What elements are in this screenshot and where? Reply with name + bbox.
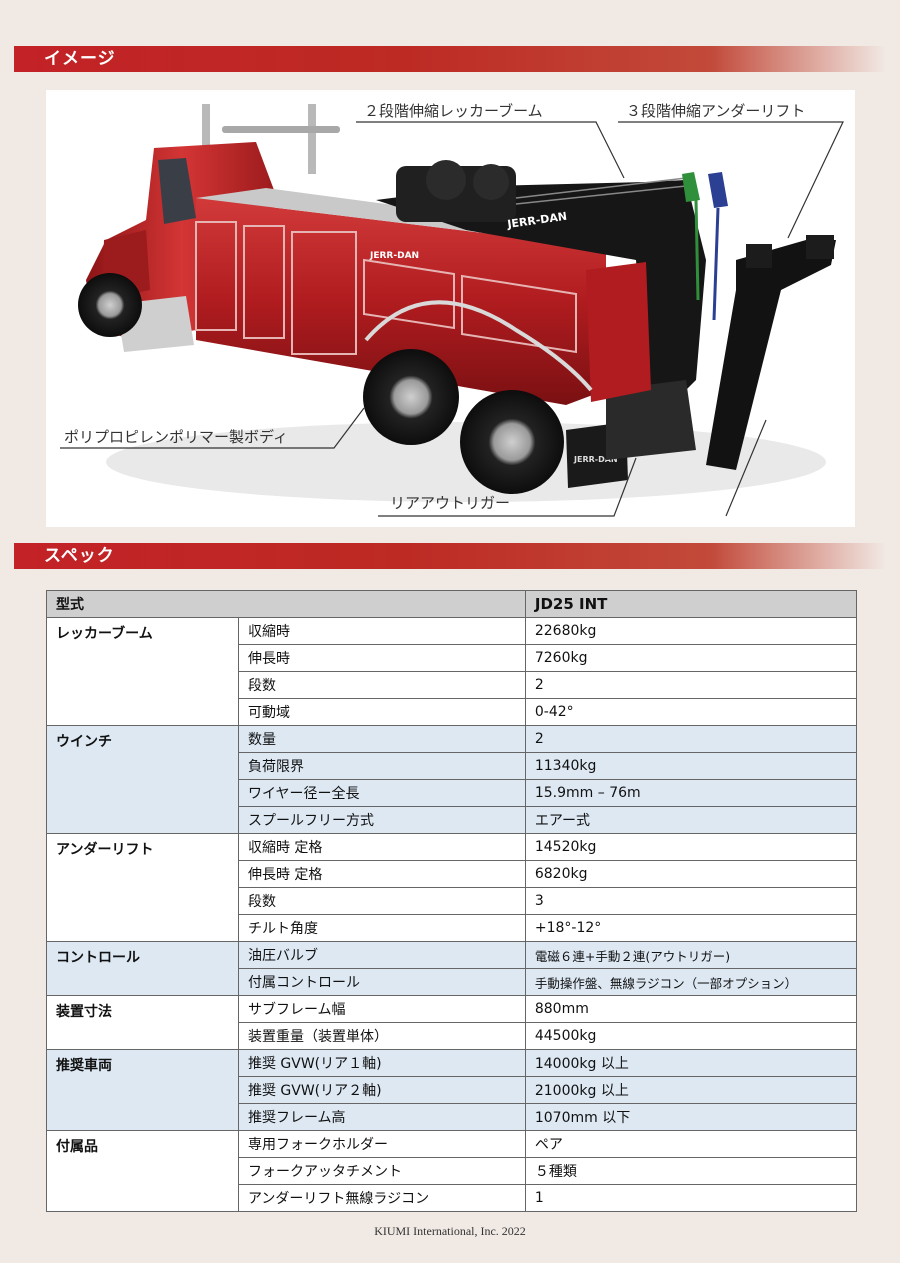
table-row: コントロール油圧バルブ電磁６連+手動２連(アウトリガー): [46, 941, 858, 996]
row-value: ペア: [524, 1130, 858, 1158]
row-item: 専用フォークホルダー: [237, 1130, 526, 1158]
row-value: 22680kg: [524, 617, 858, 645]
row-item: 段数: [237, 671, 526, 699]
table-row: 装置重量（装置単体）44500kg: [47, 1022, 858, 1050]
row-group-name: 推奨車両: [46, 1049, 239, 1131]
header-model: JD25 INT: [524, 590, 858, 618]
row-value: 14000kg 以上: [524, 1049, 858, 1077]
row-item: 付属コントロール: [237, 968, 526, 996]
row-item: 油圧バルブ: [237, 941, 526, 969]
row-item: 数量: [237, 725, 526, 753]
row-item: サブフレーム幅: [237, 995, 526, 1023]
row-value: 14520kg: [524, 833, 858, 861]
row-item: 推奨 GVW(リア２軸): [237, 1076, 526, 1104]
row-item: アンダーリフト無線ラジコン: [237, 1184, 526, 1212]
row-item: チルト角度: [237, 914, 526, 942]
row-group-name: アンダーリフト: [46, 833, 239, 942]
table-row: 推奨 GVW(リア２軸)21000kg 以上: [47, 1076, 858, 1104]
section-title-spec: スペック: [14, 543, 886, 569]
tow-truck-illustration: JERR-DAN JERR-DAN JERR-DAN: [60, 104, 844, 517]
mudflap-brand-text: JERR-DAN: [573, 455, 618, 464]
row-group-name: ウインチ: [46, 725, 239, 834]
row-value: 2: [524, 671, 858, 699]
row-value: 21000kg 以上: [524, 1076, 858, 1104]
callout-wrecker-boom: ２段階伸縮レッカーブーム: [364, 102, 543, 120]
row-item: 収縮時 定格: [237, 833, 526, 861]
table-row: 付属コントロール手動操作盤、無線ラジコン（一部オプション）: [47, 968, 858, 996]
callout-underlift: ３段階伸縮アンダーリフト: [626, 102, 806, 120]
table-row: スプールフリー方式エアー式: [47, 806, 858, 834]
row-item: 伸長時 定格: [237, 860, 526, 888]
row-value: 880mm: [524, 995, 858, 1023]
row-item: 可動域: [237, 698, 526, 726]
callout-body: ポリプロピレンポリマー製ボディ: [64, 428, 288, 446]
row-group-name: コントロール: [46, 941, 239, 996]
row-group-name: 装置寸法: [46, 995, 239, 1050]
row-item: 推奨 GVW(リア１軸): [237, 1049, 526, 1077]
row-value: 3: [524, 887, 858, 915]
table-row: チルト角度+18°-12°: [47, 914, 858, 942]
row-item: 収縮時: [237, 617, 526, 645]
truck-image-panel: JERR-DAN JERR-DAN JERR-DAN: [46, 90, 855, 527]
header-label: 型式: [46, 590, 526, 618]
row-item: 伸長時: [237, 644, 526, 672]
row-value: 2: [524, 725, 858, 753]
row-value: 0-42°: [524, 698, 858, 726]
row-item: フォークアッタチメント: [237, 1157, 526, 1185]
row-value: 44500kg: [524, 1022, 858, 1050]
row-item: スプールフリー方式: [237, 806, 526, 834]
row-value: 1: [524, 1184, 858, 1212]
row-item: 推奨フレーム高: [237, 1103, 526, 1131]
table-header-row: 型式 JD25 INT: [46, 590, 858, 618]
row-value: 手動操作盤、無線ラジコン（一部オプション）: [524, 968, 858, 996]
row-value: 11340kg: [524, 752, 858, 780]
table-row: 推奨車両推奨 GVW(リア１軸)14000kg 以上: [46, 1049, 858, 1131]
row-value: 6820kg: [524, 860, 858, 888]
row-value: ５種類: [524, 1157, 858, 1185]
row-value: 電磁６連+手動２連(アウトリガー): [524, 941, 858, 969]
callout-outrigger: リアアウトリガー: [390, 494, 511, 512]
row-group-name: 付属品: [46, 1130, 239, 1212]
row-value: エアー式: [524, 806, 858, 834]
row-group-name: レッカーブーム: [46, 617, 239, 726]
row-item: ワイヤー径ー全長: [237, 779, 526, 807]
row-value: 7260kg: [524, 644, 858, 672]
footer-copyright: KIUMI International, Inc. 2022: [374, 1224, 526, 1238]
section-title-image: イメージ: [14, 46, 886, 72]
row-value: 15.9mm – 76m: [524, 779, 858, 807]
row-item: 負荷限界: [237, 752, 526, 780]
row-item: 装置重量（装置単体）: [237, 1022, 526, 1050]
row-value: +18°-12°: [524, 914, 858, 942]
spec-sheet-page: イメージ: [14, 14, 886, 1250]
row-item: 段数: [237, 887, 526, 915]
body-brand-text: JERR-DAN: [369, 251, 419, 261]
row-value: 1070mm 以下: [524, 1103, 858, 1131]
table-row: 付属品専用フォークホルダーペア: [46, 1130, 858, 1212]
